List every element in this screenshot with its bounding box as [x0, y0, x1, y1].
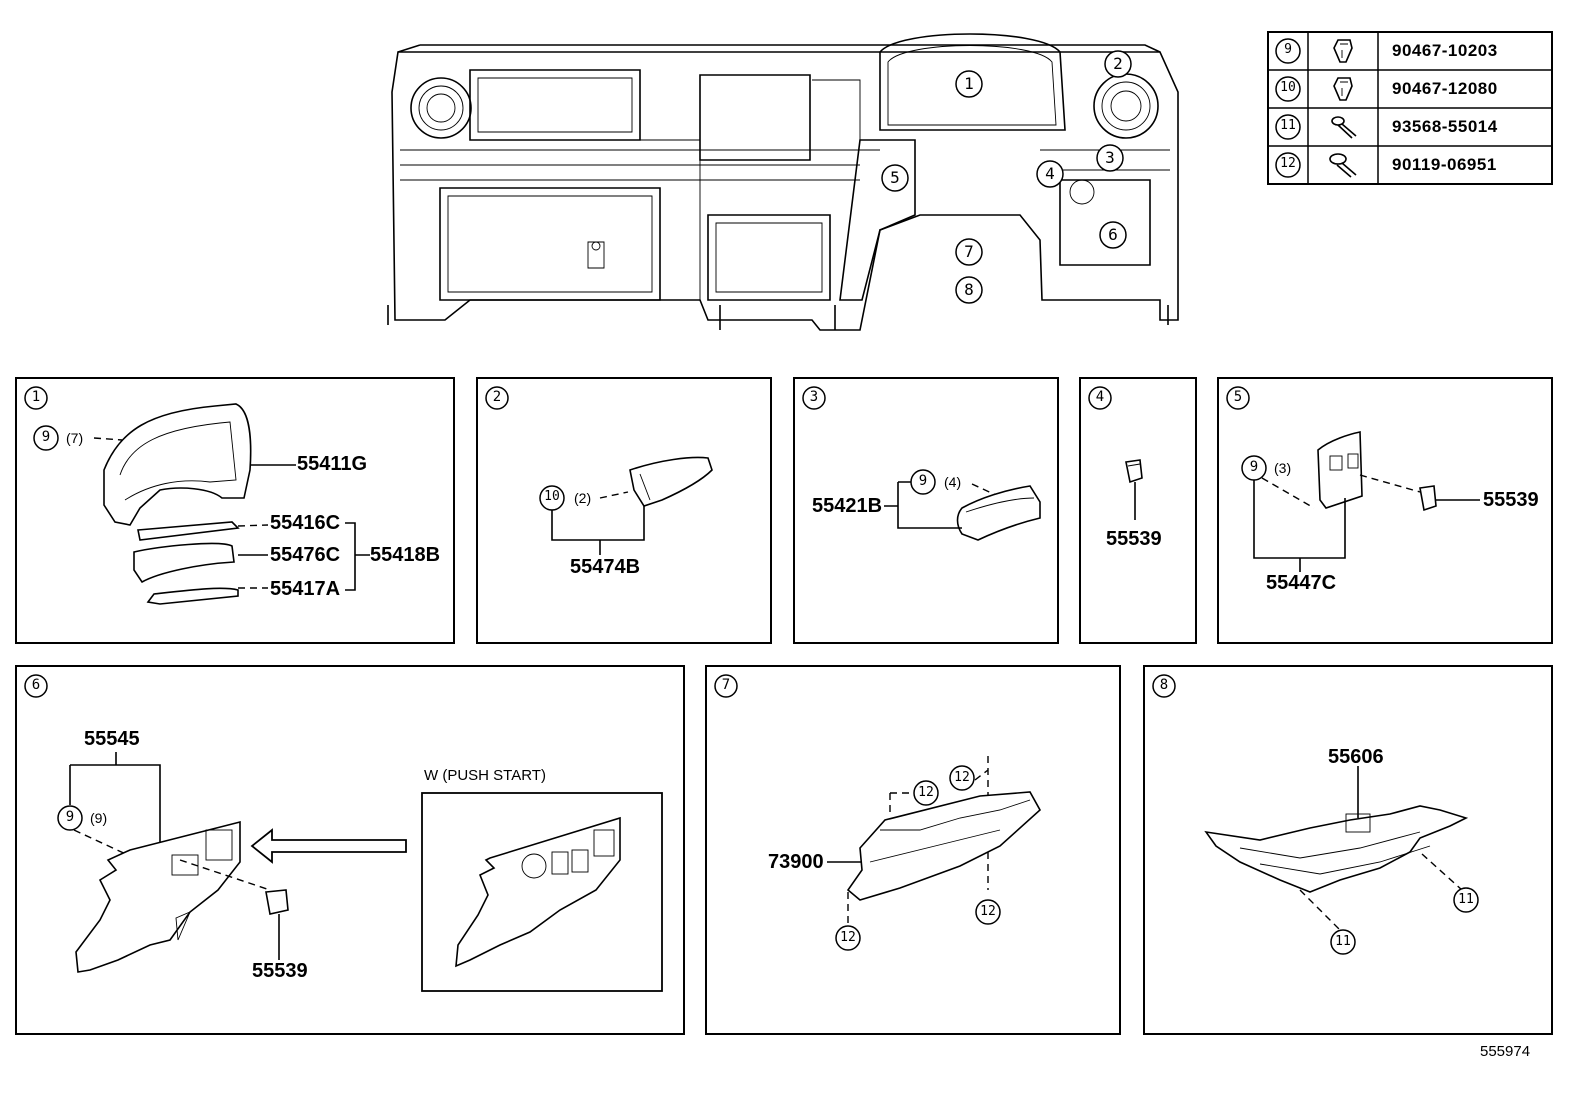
- panel-7-frame: [705, 665, 1121, 1035]
- part-55474B[interactable]: 55474B: [570, 556, 641, 578]
- part-55545[interactable]: 55545: [84, 728, 140, 750]
- part-55418B[interactable]: 55418B: [370, 544, 441, 566]
- panel-5-drawing: [1241, 431, 1480, 572]
- overview-callout-3[interactable]: 3: [1105, 148, 1115, 167]
- panel-7-fastener-a: 12: [918, 785, 934, 800]
- fastener-ref-9: 9: [1284, 42, 1292, 57]
- panel-2-ref: 10: [544, 489, 560, 504]
- bolt-icon: [1329, 153, 1357, 178]
- panel-7-fastener-b: 12: [954, 770, 970, 785]
- screw-icon: [1331, 116, 1357, 139]
- fastener-part-3: 93568-55014: [1392, 117, 1498, 136]
- part-55476C[interactable]: 55476C: [270, 544, 341, 566]
- panel-2-drawing: [539, 456, 713, 555]
- dashboard-overview: [387, 33, 1179, 331]
- panel-8-drawing: [1204, 766, 1479, 955]
- panel-3-frame: [793, 377, 1059, 644]
- panel-5-ref: 9: [1249, 459, 1259, 475]
- part-55539-panel4[interactable]: 55539: [1106, 528, 1162, 550]
- part-55416C[interactable]: 55416C: [270, 512, 341, 534]
- panel-8-frame: [1143, 665, 1553, 1035]
- panel-3-qty: (4): [944, 474, 962, 490]
- part-55539-panel5[interactable]: 55539: [1483, 489, 1539, 511]
- fastener-table: [1267, 31, 1553, 185]
- panel-3-drawing: [884, 469, 1041, 541]
- panel-6-frame: [15, 665, 685, 1035]
- panel-5-frame: [1217, 377, 1553, 644]
- part-73900[interactable]: 73900: [768, 851, 824, 873]
- part-55447C[interactable]: 55447C: [1266, 572, 1337, 594]
- panel-8-fastener-b: 11: [1335, 934, 1351, 949]
- diagram-id: 555974: [1480, 1043, 1531, 1060]
- panel-7-fastener-d: 12: [980, 904, 996, 919]
- variant-label-push-start: W (PUSH START): [424, 767, 546, 784]
- fastener-part-4: 90119-06951: [1392, 155, 1497, 174]
- overview-callout-1[interactable]: 1: [964, 74, 974, 93]
- panel-2-qty: (2): [574, 490, 592, 506]
- overview-callout-6[interactable]: 6: [1108, 225, 1118, 244]
- panel-2-index: 2: [492, 389, 502, 405]
- panel-1-drawing: [33, 403, 370, 605]
- panel-7-fastener-c: 12: [840, 930, 856, 945]
- overview-callout-2[interactable]: 2: [1113, 54, 1123, 73]
- overview-callout-8[interactable]: 8: [964, 280, 974, 299]
- panel-6-index: 6: [31, 677, 41, 693]
- panel-6-ref: 9: [65, 809, 75, 825]
- overview-callout-5[interactable]: 5: [890, 168, 900, 187]
- part-55417A[interactable]: 55417A: [270, 578, 341, 600]
- panel-7-drawing: [827, 756, 1042, 951]
- panel-6-qty: (9): [90, 810, 108, 826]
- panel-1-frame: [15, 377, 455, 644]
- clip-icon: [1333, 39, 1353, 63]
- fastener-part-1: 90467-10203: [1392, 41, 1498, 60]
- panel-1-qty: (7): [66, 430, 84, 446]
- panel-6-drawing: [57, 752, 663, 992]
- fastener-part-2: 90467-12080: [1392, 79, 1498, 98]
- part-55421B[interactable]: 55421B: [812, 495, 883, 517]
- panel-3-index: 3: [809, 389, 819, 405]
- panel-4-drawing: [1125, 459, 1143, 520]
- part-55606[interactable]: 55606: [1328, 746, 1384, 768]
- panel-4-index: 4: [1095, 389, 1105, 405]
- panel-5-qty: (3): [1274, 460, 1292, 476]
- panel-7-index: 7: [721, 677, 731, 693]
- panel-2-frame: [476, 377, 772, 644]
- panel-3-ref: 9: [918, 473, 928, 489]
- overview-callout-7[interactable]: 7: [964, 242, 974, 261]
- panel-8-fastener-a: 11: [1458, 892, 1474, 907]
- part-55539-panel6[interactable]: 55539: [252, 960, 308, 982]
- clip-icon: [1333, 77, 1353, 101]
- panel-1-ref: 9: [41, 429, 51, 445]
- panel-4-frame: [1079, 377, 1197, 644]
- part-55411G[interactable]: 55411G: [297, 453, 368, 475]
- fastener-ref-11: 11: [1280, 118, 1296, 133]
- fastener-ref-12: 12: [1280, 156, 1296, 171]
- overview-callout-4[interactable]: 4: [1045, 164, 1055, 183]
- panel-1-index: 1: [31, 389, 41, 405]
- panel-8-index: 8: [1159, 677, 1169, 693]
- panel-5-index: 5: [1233, 389, 1243, 405]
- fastener-ref-10: 10: [1280, 80, 1296, 95]
